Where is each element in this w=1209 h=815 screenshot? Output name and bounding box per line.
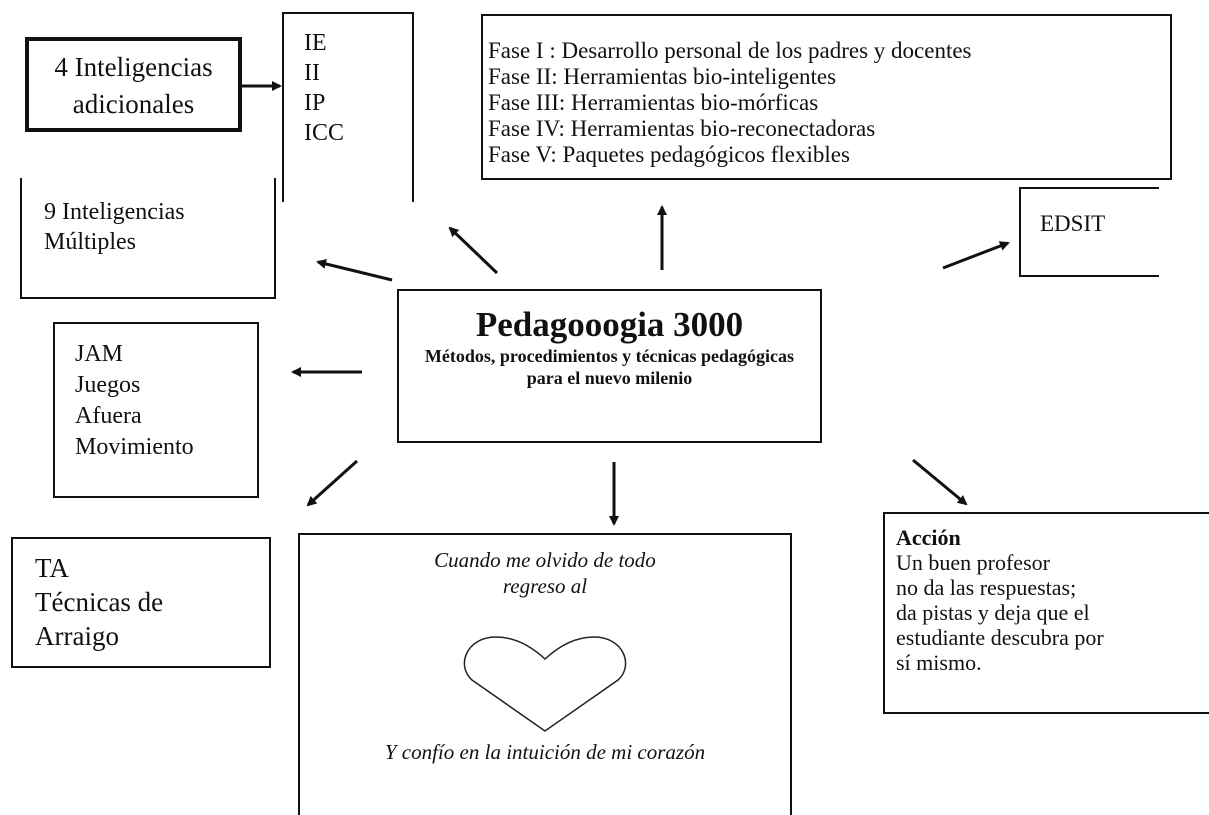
accion-line-4: estudiante descubra por bbox=[896, 625, 1104, 650]
phase-2: Fase II: Herramientas bio-inteligentes bbox=[488, 64, 837, 89]
multiple-intelligences-box: 9 Inteligencias Múltiples bbox=[20, 178, 276, 299]
arrow-to-accion bbox=[912, 458, 968, 506]
center-subtitle-line-1: Métodos, procedimientos y técnicas pedag… bbox=[424, 346, 795, 366]
edsit-label: EDSIT bbox=[1040, 211, 1106, 236]
heart-top-text: Cuando me olvido de todo regreso al bbox=[300, 547, 790, 599]
phase-3: Fase III: Herramientas bio-mórficas bbox=[488, 90, 819, 115]
accion-line-2: no da las respuestas; bbox=[896, 575, 1077, 600]
multiple-intelligences-line-1: 9 Inteligencias bbox=[44, 199, 185, 225]
ta-line-3: Arraigo bbox=[35, 621, 119, 651]
accion-line-3: da pistas y deja que el bbox=[896, 600, 1090, 625]
code-ie: IE bbox=[304, 30, 327, 56]
jam-box: JAM Juegos Afuera Movimiento bbox=[53, 322, 259, 498]
ta-box: TA Técnicas de Arraigo bbox=[11, 537, 271, 668]
additional-intelligences-label-box: 4 Inteligencias adicionales bbox=[25, 37, 242, 132]
heart-top-line-1: Cuando me olvido de todo bbox=[434, 548, 656, 572]
center-subtitle-line-2: para el nuevo milenio bbox=[526, 368, 693, 388]
jam-line-1: JAM bbox=[75, 341, 124, 367]
phase-1: Fase I : Desarrollo personal de los padr… bbox=[488, 38, 972, 63]
jam-line-3: Afuera bbox=[75, 403, 142, 429]
accion-heading: Acción bbox=[896, 525, 961, 550]
phase-4: Fase IV: Herramientas bio-reconectadoras bbox=[488, 116, 876, 141]
jam-line-2: Juegos bbox=[75, 372, 141, 398]
multiple-intelligences-line-2: Múltiples bbox=[44, 229, 137, 255]
heart-box: Cuando me olvido de todo regreso al Y co… bbox=[298, 533, 792, 815]
code-icc: ICC bbox=[304, 120, 345, 146]
edsit-box: EDSIT bbox=[1019, 187, 1159, 277]
center-title: Pedagooogia 3000 bbox=[475, 305, 744, 344]
additional-label-line-1: 4 Inteligencias bbox=[54, 52, 213, 82]
code-ii: II bbox=[304, 60, 320, 86]
arrow-to-ta bbox=[306, 459, 359, 507]
jam-line-4: Movimiento bbox=[75, 434, 194, 460]
heart-bottom-text: Y confío en la intuición de mi corazón bbox=[384, 740, 706, 764]
heart-icon bbox=[463, 636, 627, 732]
phases-box: Fase I : Desarrollo personal de los padr… bbox=[481, 14, 1172, 180]
accion-box: Acción Un buen profesor no da las respue… bbox=[883, 512, 1209, 714]
arrow-to-additional-box bbox=[448, 226, 499, 275]
arrow-to-edsit bbox=[942, 241, 1010, 270]
ta-line-2: Técnicas de bbox=[35, 587, 164, 617]
additional-codes-box: IE II IP ICC bbox=[282, 12, 414, 202]
code-ip: IP bbox=[304, 90, 326, 116]
center-box: Pedagooogia 3000 Métodos, procedimientos… bbox=[397, 289, 822, 443]
ta-line-1: TA bbox=[35, 553, 69, 583]
phase-5: Fase V: Paquetes pedagógicos flexibles bbox=[488, 142, 850, 167]
arrow-to-multiple-intelligences bbox=[316, 259, 393, 282]
heart-top-line-2: regreso al bbox=[502, 574, 588, 598]
additional-label-line-2: adicionales bbox=[72, 89, 195, 119]
accion-line-5: sí mismo. bbox=[896, 650, 982, 675]
accion-line-1: Un buen profesor bbox=[896, 550, 1050, 575]
